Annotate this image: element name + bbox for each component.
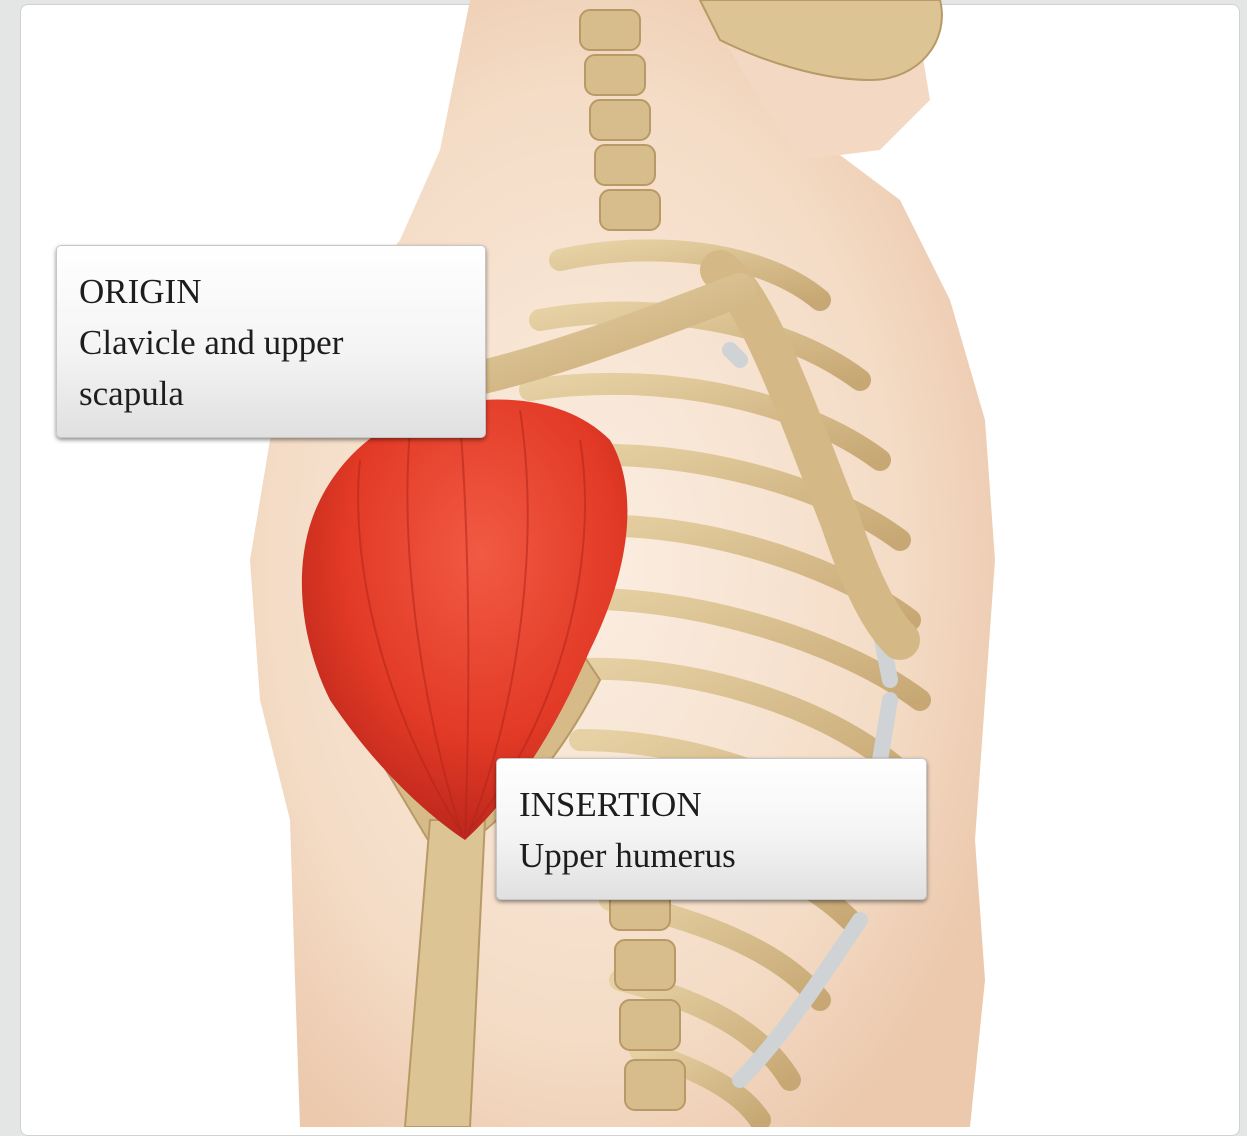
insertion-text-line-1: Upper humerus bbox=[519, 830, 904, 881]
origin-text-line-1: Clavicle and upper bbox=[79, 317, 463, 368]
origin-text-line-2: scapula bbox=[79, 368, 463, 419]
insertion-heading: INSERTION bbox=[519, 779, 904, 830]
insertion-callout: INSERTION Upper humerus bbox=[496, 758, 927, 900]
origin-heading: ORIGIN bbox=[79, 266, 463, 317]
origin-callout: ORIGIN Clavicle and upper scapula bbox=[56, 245, 486, 438]
